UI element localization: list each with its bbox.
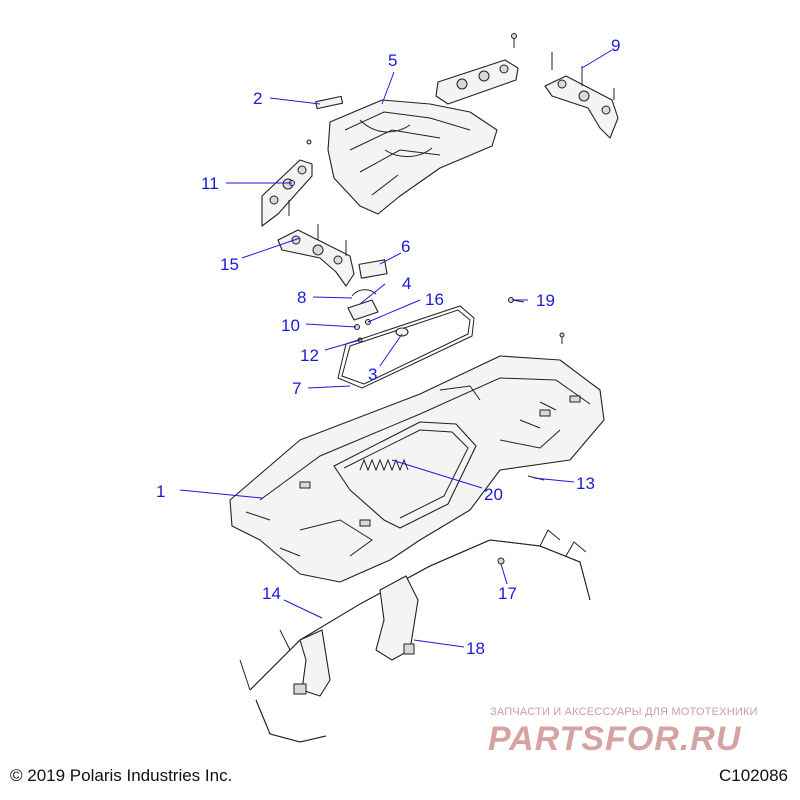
callout-19: 19	[536, 291, 555, 310]
callout-2: 2	[253, 89, 262, 108]
callout-17: 17	[498, 584, 517, 603]
callout-10: 10	[281, 316, 300, 335]
rack-bracket-lower	[277, 229, 355, 287]
callout-20: 20	[484, 485, 503, 504]
callout-4: 4	[402, 274, 411, 293]
callout-12: 12	[300, 346, 319, 365]
callout-leaders	[179, 49, 613, 648]
rack-bracket-left	[261, 159, 313, 227]
rack-frame	[239, 529, 591, 743]
watermark-logo: PARTSFOR.RU	[488, 720, 742, 756]
svg-text:PARTSFOR.RU: PARTSFOR.RU	[488, 720, 742, 756]
latch-spring	[351, 289, 377, 297]
callout-1: 1	[156, 482, 165, 501]
callout-numbers: 1 2 3 4 5 6 7 8 9 10 11 12 13 14 15 16 1…	[156, 36, 620, 658]
callout-7: 7	[292, 379, 301, 398]
callout-13: 13	[576, 474, 595, 493]
callout-8: 8	[297, 288, 306, 307]
watermark-subtitle: ЗАПЧАСТИ И АКСЕССУАРЫ ДЛЯ МОТОТЕХНИКИ	[490, 706, 758, 718]
callout-3: 3	[368, 365, 377, 384]
storage-bin	[333, 421, 477, 529]
latch-clip	[347, 299, 379, 321]
callout-6: 6	[401, 237, 410, 256]
latch-plate	[358, 259, 388, 279]
copyright-notice: © 2019 Polaris Industries Inc.	[10, 766, 233, 785]
callout-5: 5	[388, 51, 397, 70]
callout-15: 15	[220, 255, 239, 274]
rack-bracket-top-center	[435, 59, 519, 105]
callout-14: 14	[262, 584, 281, 603]
callout-9: 9	[611, 36, 620, 55]
rack-bracket-right	[544, 75, 619, 139]
drain-plug	[395, 327, 409, 337]
callout-18: 18	[466, 639, 485, 658]
decal-strip	[315, 95, 344, 110]
callout-16: 16	[425, 290, 444, 309]
callout-11: 11	[201, 174, 219, 193]
figure-code: C102086	[718, 766, 788, 785]
rear-rack-top	[327, 99, 498, 215]
storage-seal	[337, 305, 475, 389]
